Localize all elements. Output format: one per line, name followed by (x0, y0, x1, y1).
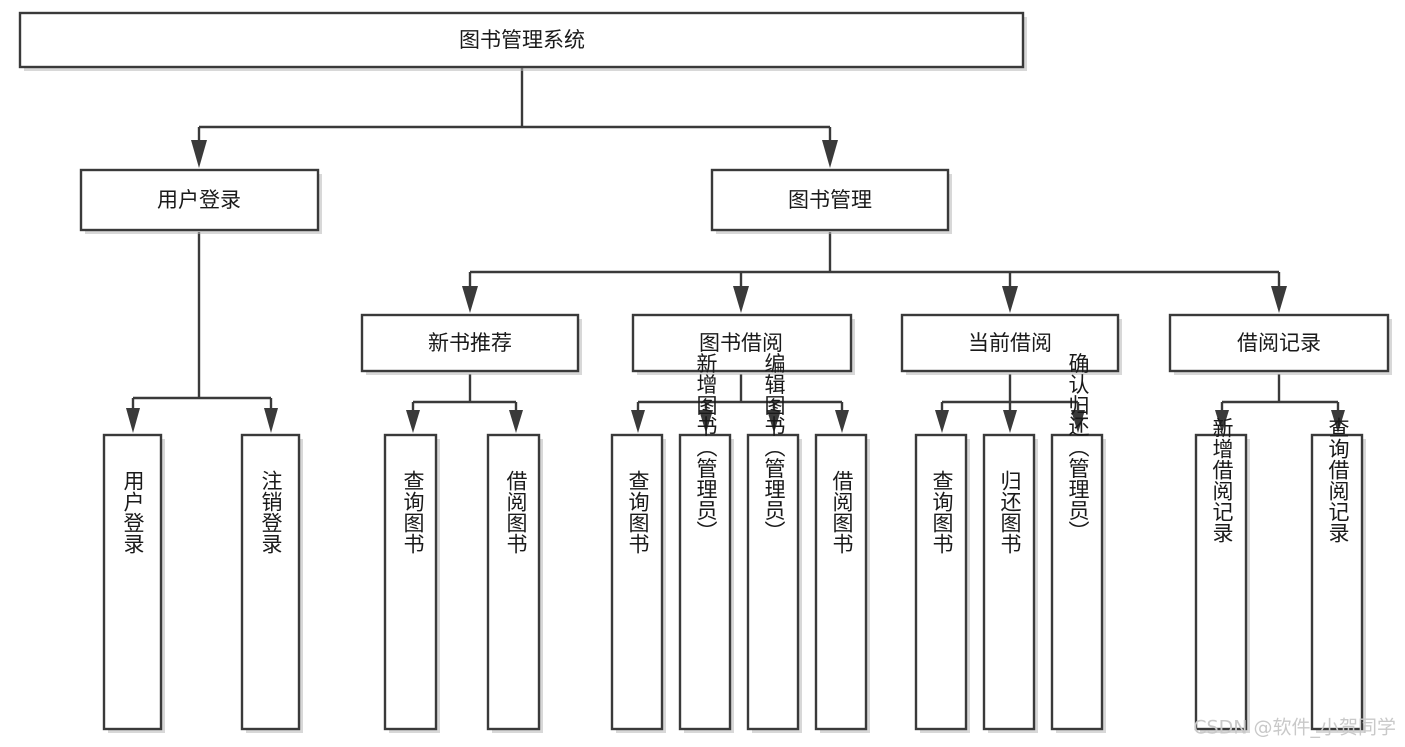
node-leaf-query-record[interactable]: 查询借阅记录 (1310, 417, 1366, 733)
node-new-book-recommend[interactable]: 新书推荐 (360, 313, 582, 375)
node-borrow-record-label: 借阅记录 (1237, 331, 1321, 355)
node-leaf-edit-book-label: 编辑图书（管理员） (762, 353, 786, 542)
node-leaf-query-book-3[interactable]: 查询图书 (914, 433, 970, 733)
arrow-userlogin-leaf-2 (264, 408, 278, 433)
arrow-bookborrow-leaf-3 (767, 410, 781, 433)
node-leaf-add-book-rect (678, 433, 732, 731)
node-leaf-borrow-book-1-label: 借阅图书 (504, 470, 528, 554)
node-leaf-user-login[interactable]: 用户登录 (102, 433, 165, 733)
node-leaf-confirm-return[interactable]: 确认归还（管理员） (1050, 353, 1106, 734)
node-current-borrow-rect (900, 313, 1120, 373)
csdn-watermark: CSDN @软件_小贺同学 (1193, 717, 1396, 739)
node-leaf-query-book-1[interactable]: 查询图书 (383, 433, 440, 733)
node-new-book-recommend-label: 新书推荐 (428, 331, 512, 355)
node-root[interactable]: 图书管理系统 (18, 11, 1027, 71)
node-leaf-add-record[interactable]: 新增借阅记录 (1194, 417, 1250, 733)
node-leaf-confirm-return-rect (1050, 433, 1104, 731)
node-leaf-return-book-rect (982, 433, 1036, 731)
node-book-management-rect (710, 168, 950, 232)
node-current-borrow-label: 当前借阅 (968, 331, 1052, 355)
node-leaf-user-login-rect (102, 433, 163, 731)
node-leaf-edit-book[interactable]: 编辑图书（管理员） (746, 353, 802, 734)
node-borrow-record[interactable]: 借阅记录 (1168, 313, 1392, 375)
node-user-login-label: 用户登录 (157, 188, 241, 212)
node-leaf-add-record-rect (1194, 433, 1248, 731)
arrow-bookborrow-leaf-1 (631, 410, 645, 433)
node-leaf-return-book[interactable]: 归还图书 (982, 433, 1038, 733)
arrow-newbook-leaf-1 (406, 410, 420, 433)
node-leaf-borrow-book-2-rect (814, 433, 868, 731)
connector-layer (126, 67, 1345, 433)
arrow-newbook-leaf-2 (509, 410, 523, 433)
node-leaf-user-login-label: 用户登录 (121, 470, 145, 554)
arrow-bm-to-book-borrow (733, 286, 749, 313)
arrow-bm-to-current-borrow (1002, 286, 1018, 313)
node-leaf-add-book[interactable]: 新增图书（管理员） (678, 353, 734, 734)
node-borrow-record-rect (1168, 313, 1390, 373)
node-leaf-edit-book-rect (746, 433, 800, 731)
arrow-bm-to-borrow-record (1271, 286, 1287, 313)
node-leaf-borrow-book-2[interactable]: 借阅图书 (814, 433, 870, 733)
node-book-management[interactable]: 图书管理 (710, 168, 952, 234)
node-user-login[interactable]: 用户登录 (79, 168, 322, 234)
node-book-borrow[interactable]: 图书借阅 (631, 313, 855, 375)
node-book-borrow-rect (631, 313, 853, 373)
arrow-root-to-book-management (822, 140, 838, 168)
node-leaf-query-book-2-label: 查询图书 (626, 470, 650, 554)
node-leaf-add-book-label: 新增图书（管理员） (694, 353, 718, 542)
node-root-rect (18, 11, 1025, 69)
node-leaf-query-record-label: 查询借阅记录 (1326, 417, 1350, 543)
node-leaf-borrow-book-2-label: 借阅图书 (830, 470, 854, 554)
node-leaf-borrow-book-1[interactable]: 借阅图书 (486, 433, 543, 733)
node-new-book-recommend-rect (360, 313, 580, 373)
node-leaf-query-book-1-rect (383, 433, 438, 731)
node-leaf-return-book-label: 归还图书 (998, 470, 1022, 554)
arrow-borrowrecord-leaf-2 (1331, 410, 1345, 433)
node-root-label: 图书管理系统 (459, 28, 585, 52)
node-leaf-user-logout[interactable]: 注销登录 (240, 433, 303, 733)
node-user-login-rect (79, 168, 320, 232)
node-book-management-label: 图书管理 (788, 188, 872, 212)
arrow-root-to-user-login (191, 140, 207, 168)
arrow-currentborrow-leaf-1 (935, 410, 949, 433)
node-leaf-query-book-3-label: 查询图书 (930, 470, 954, 554)
node-leaf-query-book-2-rect (610, 433, 664, 731)
node-leaf-user-logout-label: 注销登录 (259, 470, 283, 554)
node-leaf-query-record-rect (1310, 433, 1364, 731)
arrow-currentborrow-leaf-3 (1071, 410, 1085, 433)
arrow-bm-to-new-book-recommend (462, 286, 478, 313)
node-leaf-add-record-label: 新增借阅记录 (1210, 417, 1234, 543)
arrow-bookborrow-leaf-4 (835, 410, 849, 433)
node-leaf-query-book-2[interactable]: 查询图书 (610, 433, 666, 733)
node-leaf-confirm-return-label: 确认归还（管理员） (1066, 353, 1090, 542)
arrow-borrowrecord-leaf-1 (1215, 410, 1229, 433)
node-book-borrow-label: 图书借阅 (699, 331, 783, 355)
node-leaf-user-logout-rect (240, 433, 301, 731)
node-leaf-borrow-book-1-rect (486, 433, 541, 731)
arrow-currentborrow-leaf-2 (1003, 410, 1017, 433)
arrow-bookborrow-leaf-2 (699, 410, 713, 433)
node-leaf-query-book-1-label: 查询图书 (401, 470, 425, 554)
node-current-borrow[interactable]: 当前借阅 (900, 313, 1122, 375)
node-leaf-query-book-3-rect (914, 433, 968, 731)
arrow-userlogin-leaf-1 (126, 408, 140, 433)
